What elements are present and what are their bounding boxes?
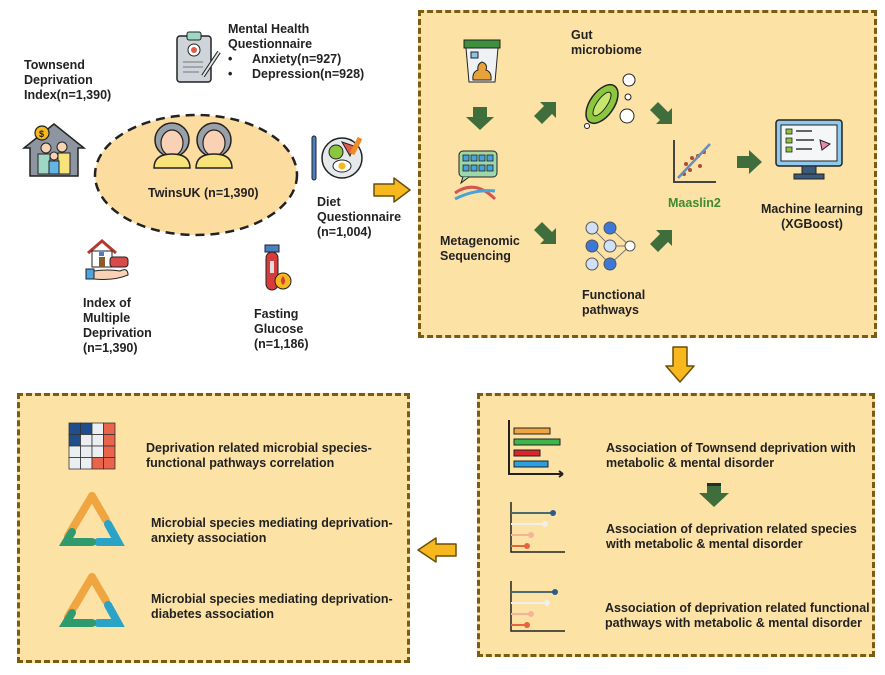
- depression-count: Depression(n=928): [228, 67, 364, 82]
- townsend-label: Townsend Deprivation Index(n=1,390): [24, 58, 112, 102]
- yellow-arrow-left: [416, 536, 458, 564]
- heatmap-cell: [91, 434, 104, 447]
- green-arrow-down-6: [698, 482, 730, 508]
- dna-sequencing-icon: [453, 149, 499, 207]
- heatmap-cell: [103, 457, 116, 470]
- house-in-hand-icon: [84, 237, 132, 283]
- imd-label: Index of Multiple Deprivation (n=1,390): [83, 296, 152, 355]
- glucose-label: Fasting Glucose (n=1,186): [254, 307, 309, 351]
- stool-sample-icon: [462, 38, 502, 84]
- mediation-triangle-icon-2: [58, 573, 126, 633]
- metagenomic-label: Metagenomic Sequencing: [440, 234, 520, 263]
- clipboard-thermometer-icon: [175, 30, 223, 84]
- heatmap-cell: [80, 434, 93, 447]
- twins-icon: [150, 118, 240, 170]
- heatmap-cell: [103, 445, 116, 458]
- mental-health-label: Mental Health Questionnaire Anxiety(n=92…: [228, 22, 364, 82]
- blood-tube-icon: [261, 243, 297, 293]
- heatmap-cell: [103, 434, 116, 447]
- association-item-3: Association of deprivation related funct…: [605, 601, 870, 630]
- bacteria-icon: [582, 72, 642, 130]
- gut-microbiome-label: Gut microbiome: [571, 28, 642, 57]
- house-family-icon: $: [20, 120, 88, 178]
- heatmap-cell: [80, 422, 93, 435]
- diet-label: Diet Questionnaire (n=1,004): [317, 195, 402, 239]
- association-item-1: Association of Townsend deprivation with…: [606, 441, 856, 470]
- bar-chart-icon: [505, 418, 567, 478]
- correlation-heatmap-icon: [67, 421, 117, 471]
- scatter-regression-icon: [670, 138, 718, 186]
- heatmap-cell: [68, 422, 81, 435]
- heatmap-cell: [80, 457, 93, 470]
- lollipop-chart-icon-2: [507, 579, 569, 635]
- maaslin2-label: Maaslin2: [668, 196, 721, 210]
- computer-monitor-icon: [774, 118, 844, 184]
- yellow-arrow-right: [372, 177, 412, 203]
- green-arrow-down-right-3: [646, 98, 676, 128]
- heatmap-cell: [91, 457, 104, 470]
- mediation-item-1: Deprivation related microbial species- f…: [146, 441, 372, 470]
- heatmap-cell: [68, 457, 81, 470]
- green-arrow-up-right: [530, 98, 560, 128]
- heatmap-cell: [68, 434, 81, 447]
- heatmap-cell: [103, 422, 116, 435]
- heatmap-cell: [68, 445, 81, 458]
- heatmap-cell: [91, 445, 104, 458]
- functional-pathways-label: Functional pathways: [582, 288, 646, 317]
- heatmap-cell: [80, 445, 93, 458]
- heatmap-cell: [91, 422, 104, 435]
- mediation-item-2: Microbial species mediating deprivation-…: [151, 516, 393, 545]
- association-item-2: Association of deprivation related speci…: [606, 522, 857, 551]
- green-arrow-right-5: [735, 149, 763, 175]
- svg-text:$: $: [39, 129, 44, 139]
- diet-plate-icon: [310, 132, 364, 182]
- green-arrow-down-1: [465, 105, 495, 131]
- green-arrow-down-right-2: [530, 218, 560, 248]
- lollipop-chart-icon-1: [507, 500, 569, 556]
- anxiety-count: Anxiety(n=927): [228, 52, 364, 67]
- twinsuk-cohort-ellipse: [92, 112, 300, 238]
- twinsuk-label: TwinsUK (n=1,390): [148, 186, 259, 200]
- yellow-arrow-down: [665, 346, 695, 384]
- machine-learning-label: Machine learning (XGBoost): [760, 202, 864, 231]
- green-arrow-up-right-4: [646, 226, 676, 256]
- mediation-item-3: Microbial species mediating deprivation-…: [151, 592, 393, 621]
- mediation-triangle-icon-1: [58, 492, 126, 552]
- neural-network-icon: [582, 218, 638, 274]
